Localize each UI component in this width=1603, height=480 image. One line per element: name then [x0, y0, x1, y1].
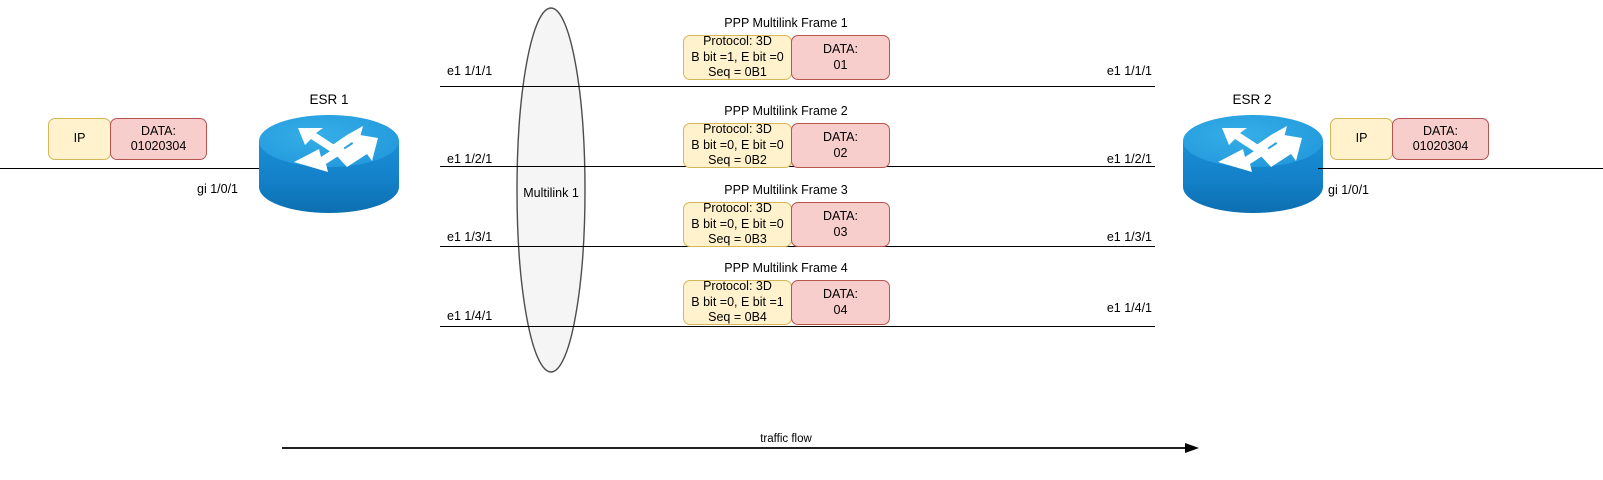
- link-4-frame-title: PPP Multilink Frame 4: [724, 261, 848, 275]
- multilink-bundle-ellipse: [514, 4, 588, 376]
- right-gi-interface-label: gi 1/0/1: [1328, 183, 1370, 197]
- link-3-right-interface-label: e1 1/3/1: [1106, 230, 1152, 244]
- link-2-payload-box: DATA: 02: [791, 123, 890, 168]
- left-lan-line: [0, 168, 275, 169]
- traffic-flow-arrow-icon: [282, 440, 1200, 456]
- link-1-frame-title: PPP Multilink Frame 1: [724, 16, 848, 30]
- link-2-header-box: Protocol: 3D B bit =0, E bit =0 Seq = 0B…: [683, 122, 792, 168]
- router-icon: [258, 108, 400, 220]
- link-3-frame-title: PPP Multilink Frame 3: [724, 183, 848, 197]
- link-4-left-interface-label: e1 1/4/1: [447, 309, 493, 323]
- link-4-header-box: Protocol: 3D B bit =0, E bit =1 Seq = 0B…: [683, 279, 792, 325]
- left-data-box: DATA: 01020304: [110, 118, 207, 160]
- link-3-header-box: Protocol: 3D B bit =0, E bit =0 Seq = 0B…: [683, 201, 792, 247]
- router-icon: [1182, 108, 1324, 220]
- link-line-1: [440, 86, 1155, 87]
- right-lan-line: [1318, 168, 1603, 169]
- right-ip-box: IP: [1330, 118, 1393, 160]
- multilink-bundle-label: Multilink 1: [523, 186, 579, 200]
- link-3-left-interface-label: e1 1/3/1: [447, 230, 493, 244]
- link-1-left-interface-label: e1 1/1/1: [447, 64, 493, 78]
- link-4-right-interface-label: e1 1/4/1: [1106, 301, 1152, 315]
- link-2-right-interface-label: e1 1/2/1: [1106, 152, 1152, 166]
- link-1-payload-box: DATA: 01: [791, 35, 890, 80]
- right-data-box: DATA: 01020304: [1392, 118, 1489, 160]
- link-3-payload-box: DATA: 03: [791, 202, 890, 247]
- link-line-4: [440, 326, 1155, 327]
- link-4-payload-box: DATA: 04: [791, 280, 890, 325]
- left-ip-box: IP: [48, 118, 111, 160]
- left-gi-interface-label: gi 1/0/1: [197, 182, 239, 196]
- traffic-flow-label: traffic flow: [760, 433, 812, 445]
- router-1-name: ESR 1: [309, 92, 349, 107]
- link-1-right-interface-label: e1 1/1/1: [1106, 64, 1152, 78]
- router-2-name: ESR 2: [1232, 92, 1272, 107]
- link-1-header-box: Protocol: 3D B bit =1, E bit =0 Seq = 0B…: [683, 34, 792, 80]
- link-2-frame-title: PPP Multilink Frame 2: [724, 104, 848, 118]
- link-2-left-interface-label: e1 1/2/1: [447, 152, 493, 166]
